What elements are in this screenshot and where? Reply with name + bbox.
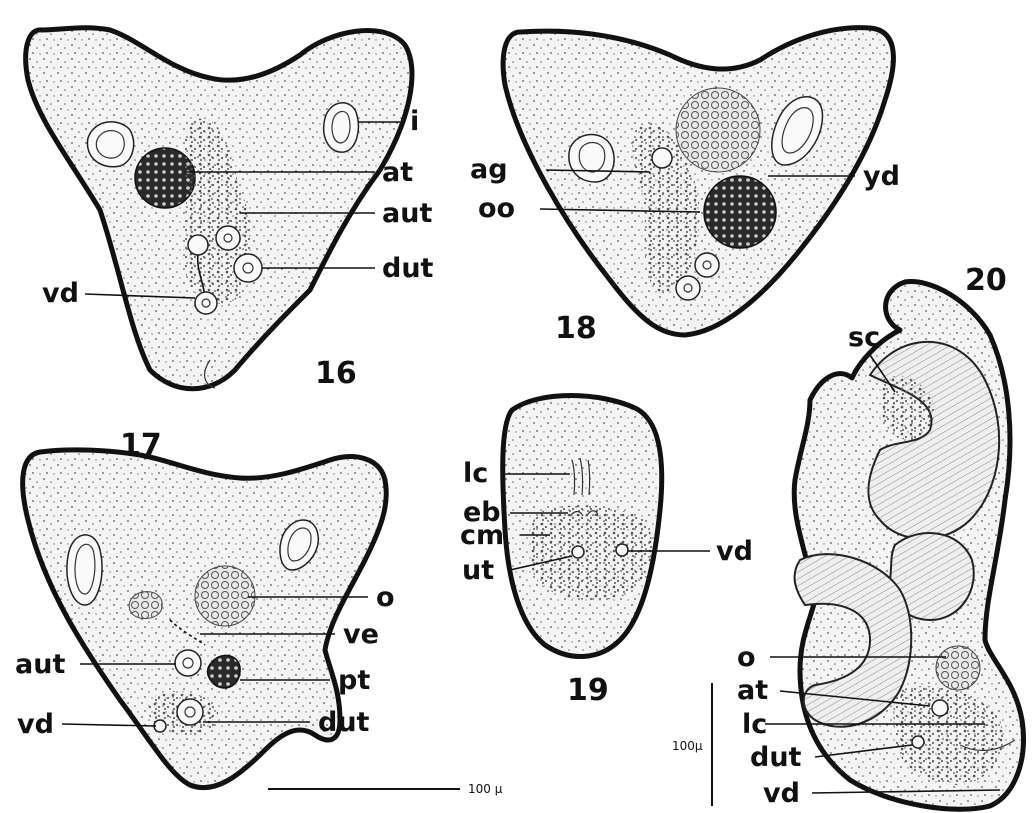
fig16-label-at: at — [382, 157, 413, 188]
fig17-dut-duct — [177, 699, 203, 725]
fig19-number: 19 — [567, 673, 609, 708]
fig16-dut-duct — [234, 254, 262, 282]
fig17-ovary — [195, 566, 255, 626]
figure-18: ag oo yd 18 — [470, 28, 900, 346]
fig16-aut-duct — [216, 226, 240, 250]
fig19-label-cm: cm — [460, 520, 504, 551]
figure-17: o ve aut pt vd dut 17 100 µ — [15, 428, 503, 796]
fig16-number: 16 — [315, 356, 357, 391]
fig20-ovary — [936, 646, 980, 690]
fig20-label-lc: lc — [742, 709, 767, 740]
fig16-label-i: i — [410, 106, 419, 137]
fig20-label-sc: sc — [848, 322, 880, 353]
fig18-large-light-mass — [676, 88, 760, 172]
fig17-label-vd: vd — [17, 709, 54, 740]
fig16-vd-duct — [195, 292, 217, 314]
fig16-label-aut: aut — [382, 198, 432, 229]
fig18-label-oo: oo — [478, 193, 515, 224]
fig20-number: 20 — [965, 263, 1007, 298]
fig19-label-lc: lc — [463, 458, 488, 489]
fig17-small-mass — [129, 592, 162, 619]
fig18-ag-circle — [652, 148, 672, 168]
fig16-duct-top — [188, 235, 208, 255]
fig18-number: 18 — [555, 311, 597, 346]
fig18-gut-left — [569, 135, 614, 183]
fig20-label-o: o — [737, 642, 756, 673]
figure-16: i at aut dut vd 16 — [26, 28, 434, 391]
fig19-vd-duct — [616, 544, 628, 556]
fig19-cm-region — [529, 505, 652, 600]
fig18-label-yd: yd — [863, 161, 900, 192]
fig17-label-o: o — [376, 582, 395, 613]
fig16-label-vd: vd — [42, 278, 79, 309]
fig19-label-vd: vd — [716, 536, 753, 567]
fig20-at-duct — [932, 700, 948, 716]
fig16-label-dut: dut — [382, 253, 434, 284]
fig16-gut-right — [324, 103, 359, 152]
fig17-scale-label: 100 µ — [468, 782, 503, 796]
fig20-label-at: at — [737, 675, 768, 706]
fig17-label-aut: aut — [15, 649, 65, 680]
figure-19: lc eb cm ut vd 19 — [460, 396, 753, 709]
fig18-duct-b — [695, 253, 719, 277]
fig17-aut-duct — [175, 650, 201, 676]
fig18-duct-a — [676, 276, 700, 300]
fig20-label-dut: dut — [750, 742, 802, 773]
fig17-label-ve: ve — [343, 619, 379, 650]
fig17-label-dut: dut — [318, 707, 370, 738]
fig19-label-ut: ut — [462, 555, 494, 586]
fig17-label-pt: pt — [338, 665, 370, 696]
fig17-number: 17 — [120, 428, 162, 463]
fig20-dut-duct — [912, 736, 924, 748]
fig20-label-vd: vd — [763, 778, 800, 809]
fig19-ut-duct — [572, 546, 584, 558]
fig16-gut-left — [87, 122, 133, 167]
fig20-scale-label: 100µ — [672, 739, 703, 753]
fig18-label-ag: ag — [470, 154, 508, 185]
fig18-dark-mass — [704, 176, 776, 248]
